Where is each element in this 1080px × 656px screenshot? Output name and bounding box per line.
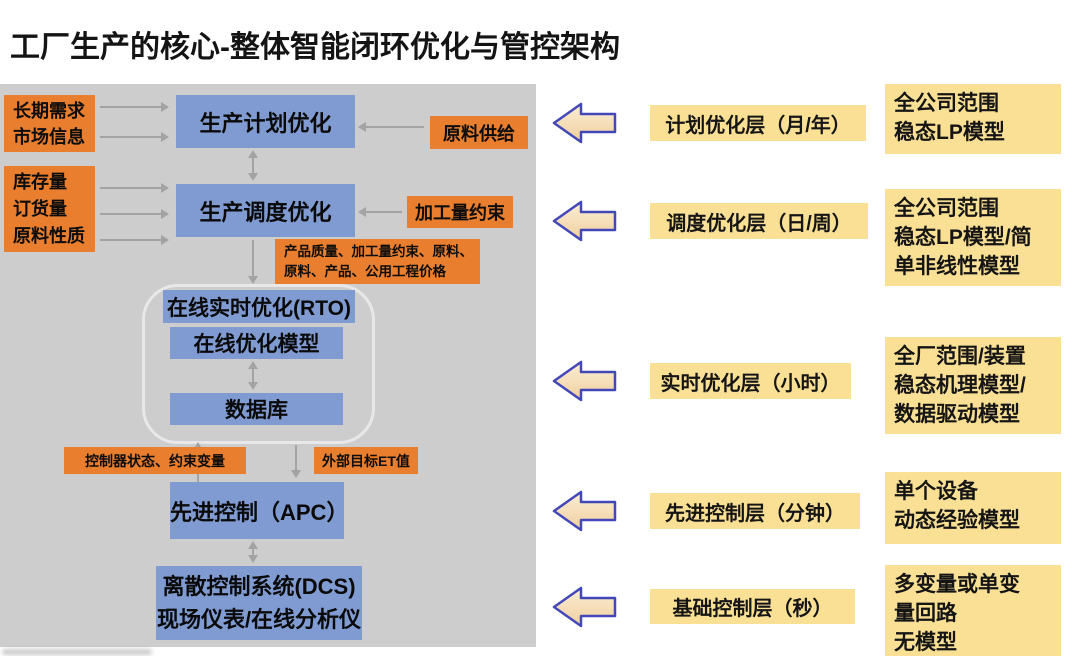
arrow-line [252, 368, 254, 383]
apc-box: 先进控制（APC） [170, 482, 348, 539]
database-box: 数据库 [170, 393, 343, 425]
layer-detail-rto: 全厂范围/装置稳态机理模型/数据驱动模型 [885, 337, 1061, 434]
market-info-box: 长期需求市场信息 [4, 95, 95, 152]
left-block-arrow-icon [552, 360, 617, 402]
external-target-box: 外部目标ET值 [314, 447, 418, 474]
arrow-line [366, 211, 402, 213]
arrow-line [252, 548, 254, 557]
arrow-right-icon [161, 183, 169, 193]
arrow-down-icon [291, 470, 301, 478]
left-block-arrow-icon [552, 102, 617, 144]
arrow-line [100, 106, 161, 108]
price-label-box: 产品质量、加工量约束、原料、原料、产品、公用工程价格 [275, 239, 480, 284]
arrow-line [295, 445, 297, 471]
arrow-down-icon [248, 173, 258, 181]
watermark-smudge [2, 649, 152, 655]
layer-label-planning: 计划优化层（月/年） [650, 105, 866, 141]
arrow-line [100, 239, 161, 241]
arrow-line [100, 187, 161, 189]
arrow-line [252, 157, 254, 174]
inventory-box: 库存量订货量原料性质 [4, 166, 95, 252]
left-block-arrow-icon [552, 200, 617, 242]
schedule-box: 生产调度优化 [176, 184, 355, 237]
page-title: 工厂生产的核心-整体智能闭环优化与管控架构 [10, 31, 620, 64]
arrow-left-icon [358, 122, 366, 132]
constraint-box: 加工量约束 [407, 196, 513, 228]
arrow-up-icon [193, 442, 203, 450]
arrow-line [252, 240, 254, 277]
left-block-arrow-icon [552, 586, 617, 628]
plan-box: 生产计划优化 [176, 95, 355, 148]
arrow-up-icon [248, 150, 258, 158]
arrow-down-icon [248, 382, 258, 390]
arrow-up-icon [248, 361, 258, 369]
arrow-line [366, 126, 424, 128]
dcs-box: 离散控制系统(DCS)现场仪表/在线分析仪 [156, 566, 362, 640]
rto-box: 在线实时优化(RTO) [163, 290, 355, 323]
arrow-right-icon [161, 102, 169, 112]
online-model-box: 在线优化模型 [170, 327, 343, 359]
arrow-left-icon [358, 207, 366, 217]
layer-detail-planning: 全公司范围稳态LP模型 [885, 84, 1061, 154]
arrow-line [100, 136, 161, 138]
layer-label-basic: 基础控制层（秒） [650, 589, 855, 624]
arrow-down-icon [248, 555, 258, 563]
arrow-down-icon [248, 276, 258, 284]
layer-label-rto: 实时优化层（小时） [650, 363, 851, 399]
arrow-right-icon [161, 235, 169, 245]
controller-status-box: 控制器状态、约束变量 [64, 447, 246, 474]
layer-detail-scheduling: 全公司范围稳态LP模型/简单非线性模型 [885, 189, 1061, 286]
arrow-line [100, 213, 161, 215]
rto-container [142, 284, 375, 444]
arrow-right-icon [161, 209, 169, 219]
layer-detail-apc: 单个设备动态经验模型 [885, 472, 1061, 544]
layer-label-apc: 先进控制层（分钟） [650, 493, 860, 529]
layer-detail-basic: 多变量或单变量回路无模型 [885, 565, 1061, 656]
layer-label-scheduling: 调度优化层（日/周） [650, 203, 868, 239]
supply-box: 原料供给 [430, 116, 528, 149]
arrow-up-icon [248, 541, 258, 549]
left-block-arrow-icon [552, 490, 617, 532]
arrow-right-icon [161, 132, 169, 142]
